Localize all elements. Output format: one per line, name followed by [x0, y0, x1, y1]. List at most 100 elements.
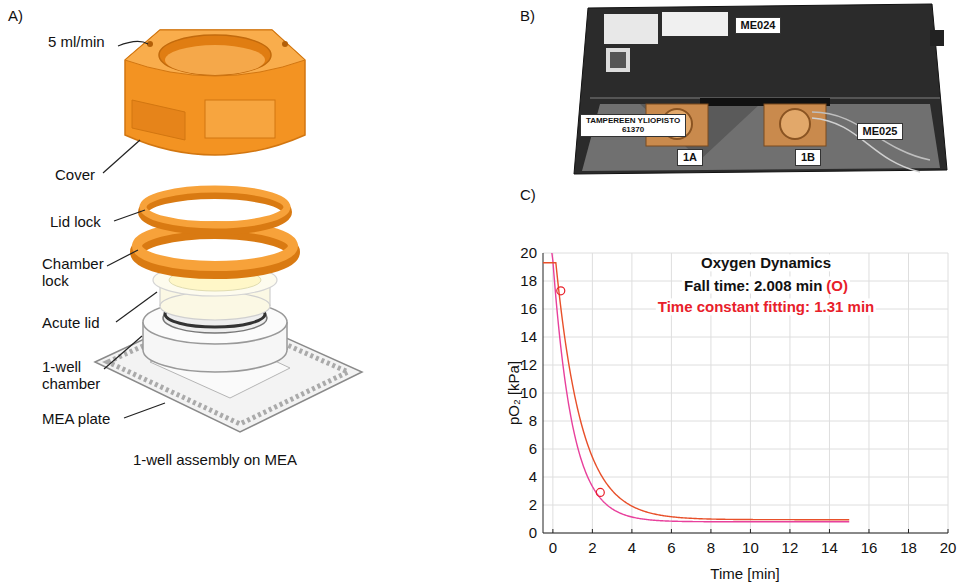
tick-label: 18	[520, 272, 537, 289]
part-label: 1-well chamber	[42, 358, 104, 393]
tick-mark	[829, 529, 830, 533]
tick-label: 14	[821, 539, 838, 556]
headstage-photo	[662, 12, 728, 36]
grid-line	[543, 449, 948, 450]
leader-line	[107, 250, 138, 266]
part-label: Acute lid	[42, 314, 100, 331]
sticker-text: 61370	[585, 125, 681, 134]
annotation-text: Fall time: 2.008 min	[684, 277, 822, 294]
tick-label: 14	[520, 328, 537, 345]
tick-label: 6	[529, 440, 537, 457]
chart-annotation: Oxygen Dynamics	[699, 254, 833, 271]
tick-label: 16	[861, 539, 878, 556]
sticker-label: ME024	[735, 17, 781, 34]
headstage-photo	[574, 4, 947, 174]
tick-mark	[631, 529, 632, 533]
leader-line	[124, 403, 165, 418]
tick-label: 8	[529, 412, 537, 429]
cover	[125, 30, 305, 76]
tick-marks	[553, 529, 948, 533]
axis-title: Time [min]	[710, 565, 779, 582]
tick-label: 4	[529, 468, 537, 485]
tick-label: 8	[707, 539, 715, 556]
axis-line	[543, 253, 948, 533]
leader-line	[103, 41, 165, 418]
tick-label: 0	[549, 539, 557, 556]
tick-mark	[750, 529, 751, 533]
sticker-text: 1A	[682, 151, 698, 164]
tick-mark	[710, 529, 711, 533]
grid-line	[543, 337, 948, 338]
chart-annotation: Time constant fitting: 1.31 min	[656, 298, 876, 315]
sticker-text: TAMPEREEN YLIOPISTO	[585, 116, 681, 125]
tick-label: 18	[900, 539, 917, 556]
grid-lines	[543, 253, 948, 533]
grid-line	[543, 421, 948, 422]
panel-letter: B)	[520, 7, 535, 24]
cover	[125, 30, 305, 155]
headstage-photo	[780, 109, 810, 139]
cover	[159, 35, 271, 75]
cover	[125, 30, 305, 155]
fall-time-row: Fall time: 2.008 min(O)	[682, 277, 850, 294]
leader-line	[114, 210, 145, 221]
panel-caption: 1-well assembly on MEA	[133, 451, 297, 468]
tick-label: 10	[742, 539, 759, 556]
tick-label: 16	[520, 300, 537, 317]
leader-line	[103, 140, 140, 173]
headstage-photo	[930, 30, 944, 46]
part-label: Cover	[55, 166, 95, 183]
tick-label: 0	[529, 524, 537, 541]
measured-curve	[552, 253, 849, 522]
tick-label: 20	[940, 539, 957, 556]
leader-line	[104, 336, 142, 369]
tick-mark	[948, 529, 949, 533]
part-label: 5 ml/min	[48, 33, 105, 50]
panel-letter: C)	[520, 186, 536, 203]
tick-label: 20	[520, 244, 537, 261]
sticker-label: 1B	[795, 149, 821, 166]
sticker-label: 1A	[677, 149, 703, 166]
headstage-photo	[604, 14, 658, 44]
tick-label: 12	[520, 356, 537, 373]
sticker-label: TAMPEREEN YLIOPISTO61370	[580, 114, 686, 137]
tick-label: 2	[529, 496, 537, 513]
sticker-text: 1B	[800, 151, 816, 164]
cover	[282, 41, 288, 47]
tick-mark	[592, 529, 593, 533]
part-label: Chamber lock	[42, 255, 108, 290]
tick-mark	[908, 529, 909, 533]
leader-line	[118, 41, 148, 46]
fall-time-marker	[557, 287, 565, 295]
headstage-photo	[812, 118, 920, 172]
grid-line	[543, 477, 948, 478]
cover	[132, 100, 185, 140]
lid-lock	[143, 189, 287, 225]
headstage-photo	[764, 104, 826, 146]
part-label: MEA plate	[42, 410, 110, 427]
sticker-text: ME024	[740, 19, 776, 32]
headstage-photo	[812, 112, 930, 160]
lid-lock	[143, 189, 287, 230]
tick-mark	[671, 529, 672, 533]
headstage-photo	[574, 4, 947, 174]
grid-line	[543, 393, 948, 394]
marker-note: (O)	[826, 277, 848, 294]
tick-label: 4	[628, 539, 636, 556]
grid-line	[543, 505, 948, 506]
tick-label: 6	[667, 539, 675, 556]
headstage-photo	[610, 52, 626, 68]
cover	[165, 45, 265, 75]
tick-mark	[789, 529, 790, 533]
tick-mark	[868, 529, 869, 533]
cover	[205, 100, 275, 138]
tick-mark	[552, 529, 553, 533]
panel-letter: A)	[8, 7, 23, 24]
sticker-text: ME025	[862, 125, 898, 138]
axis-title: pO₂ [kPa]	[505, 361, 522, 425]
tick-label: 12	[782, 539, 799, 556]
sticker-label: ME025	[857, 123, 903, 140]
leader-line	[116, 292, 157, 322]
